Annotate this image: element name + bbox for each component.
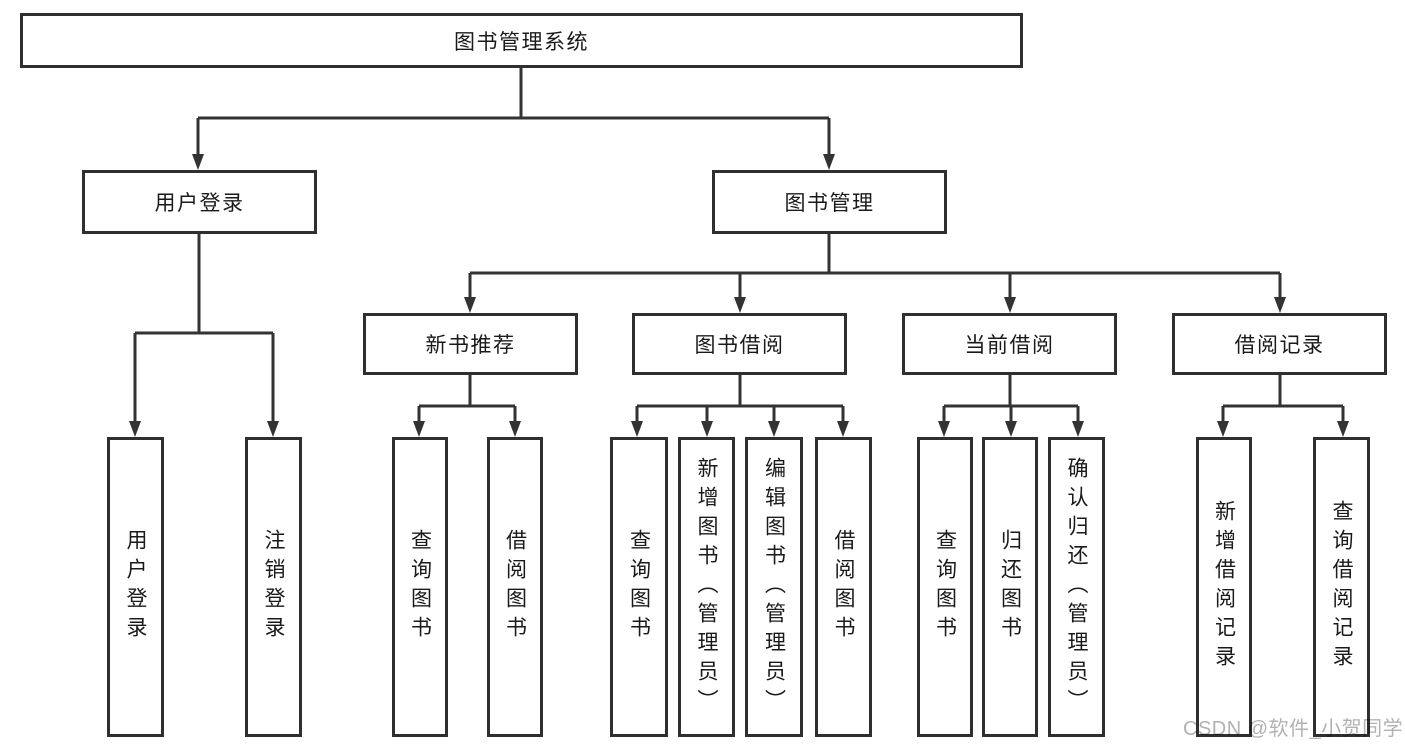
leaf-logout: 注销登录 xyxy=(245,437,302,737)
leaf-label: 查询图书 xyxy=(627,529,651,645)
leaf-current-return-books: 归还图书 xyxy=(982,437,1038,737)
node-label: 图书管理 xyxy=(784,192,875,215)
connector-book-borrowing-branch xyxy=(631,375,849,437)
leaf-label: 确认归还（管理员） xyxy=(1065,456,1088,718)
leaf-current-confirm-return: 确认归还（管理员） xyxy=(1048,437,1105,737)
leaf-borrowing-borrow-books: 借阅图书 xyxy=(815,437,872,737)
arrowhead xyxy=(509,421,521,437)
leaf-label: 新增图书（管理员） xyxy=(695,456,718,718)
leaf-recommend-borrow-books: 借阅图书 xyxy=(487,437,543,737)
node-label: 用户登录 xyxy=(154,192,245,215)
node-book-management: 图书管理 xyxy=(712,170,947,234)
arrowhead xyxy=(1072,421,1084,437)
connector-current-borrowing-branch xyxy=(938,375,1084,437)
leaf-label: 新增借阅记录 xyxy=(1212,500,1236,674)
leaf-label: 借阅图书 xyxy=(503,529,527,645)
connector-borrowing-records-branch xyxy=(1217,375,1349,437)
leaf-label: 注销登录 xyxy=(262,529,285,645)
arrowhead xyxy=(267,421,279,437)
leaf-user-login: 用户登录 xyxy=(107,437,164,737)
connector-path xyxy=(417,375,517,424)
connector-path xyxy=(942,375,1080,424)
arrowhead xyxy=(837,421,849,437)
connector-path xyxy=(1221,375,1345,424)
leaf-label: 归还图书 xyxy=(998,529,1022,645)
leaf-records-query-record: 查询借阅记录 xyxy=(1313,437,1370,737)
leaf-label: 借阅图书 xyxy=(832,529,855,645)
arrowhead xyxy=(464,297,476,313)
leaf-recommend-query-books: 查询图书 xyxy=(392,437,448,737)
leaf-borrowing-query-books: 查询图书 xyxy=(610,437,668,737)
node-label: 新书推荐 xyxy=(425,334,516,357)
node-label: 当前借阅 xyxy=(964,334,1055,357)
arrowhead xyxy=(192,154,204,170)
arrowhead xyxy=(1004,297,1016,313)
node-root: 图书管理系统 xyxy=(20,13,1023,68)
connector-path xyxy=(196,68,831,157)
connector-path xyxy=(468,234,1282,300)
node-label: 图书借阅 xyxy=(694,334,785,357)
csdn-watermark: CSDN @软件_小贺同学 xyxy=(1183,718,1404,740)
leaf-records-add-record: 新增借阅记录 xyxy=(1196,437,1252,737)
node-book-borrowing: 图书借阅 xyxy=(632,313,847,375)
node-current-borrowing: 当前借阅 xyxy=(902,313,1117,375)
node-borrowing-records: 借阅记录 xyxy=(1172,313,1387,375)
node-root-label: 图书管理系统 xyxy=(454,30,589,54)
arrowhead xyxy=(1217,421,1229,437)
arrowhead xyxy=(701,421,713,437)
arrowhead xyxy=(413,421,425,437)
connector-book-management-branch xyxy=(464,234,1286,313)
leaf-label: 查询图书 xyxy=(408,529,432,645)
connector-path xyxy=(635,375,845,424)
arrowhead xyxy=(823,154,835,170)
leaf-label: 查询借阅记录 xyxy=(1330,500,1353,674)
arrowhead xyxy=(631,421,643,437)
connector-user-login-branch xyxy=(129,234,279,437)
arrowhead xyxy=(768,421,780,437)
connector-root-to-level2 xyxy=(192,68,835,170)
leaf-borrowing-add-books: 新增图书（管理员） xyxy=(678,437,735,737)
node-user-login: 用户登录 xyxy=(82,170,317,234)
leaf-current-query-books: 查询图书 xyxy=(917,437,973,737)
connector-new-book-recommend-branch xyxy=(413,375,521,437)
arrowhead xyxy=(1337,421,1349,437)
leaf-label: 查询图书 xyxy=(933,529,957,645)
arrowhead xyxy=(129,421,141,437)
leaf-label: 编辑图书（管理员） xyxy=(762,456,786,718)
arrowhead xyxy=(734,297,746,313)
node-new-book-recommend: 新书推荐 xyxy=(363,313,578,375)
arrowhead xyxy=(1274,297,1286,313)
node-label: 借阅记录 xyxy=(1234,334,1325,357)
connector-path xyxy=(133,234,275,424)
leaf-borrowing-edit-books: 编辑图书（管理员） xyxy=(745,437,803,737)
arrowhead xyxy=(938,421,950,437)
arrowhead xyxy=(1005,421,1017,437)
leaf-label: 用户登录 xyxy=(124,529,147,645)
